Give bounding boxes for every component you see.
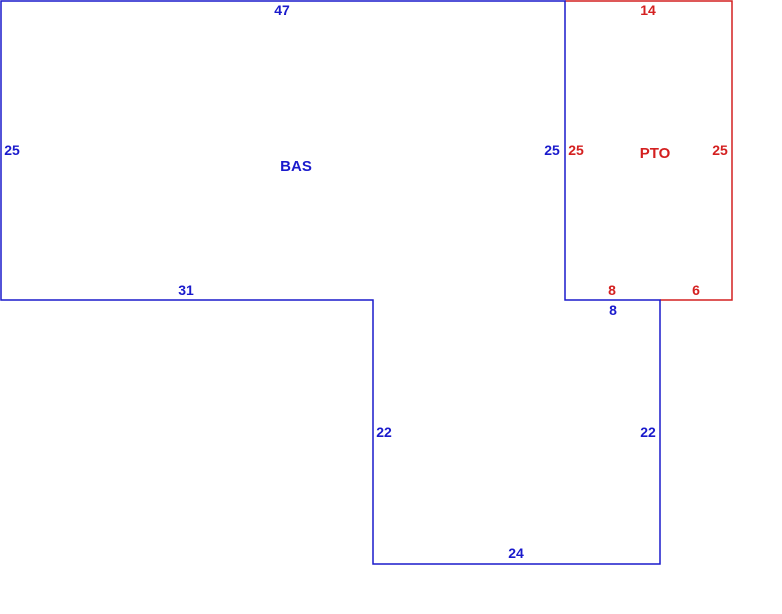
bas-outline — [0, 0, 661, 565]
pto-top-dimension: 14 — [640, 2, 656, 18]
bas-step-dimension: 31 — [178, 282, 194, 298]
pto-left-dimension: 25 — [568, 142, 584, 158]
bas-left-dimension: 25 — [4, 142, 20, 158]
bas-top-dimension: 47 — [274, 2, 290, 18]
bas-bottom-dimension: 24 — [508, 545, 524, 561]
bas-inner-left-dimension: 22 — [376, 424, 392, 440]
bas-right-upper-dimension: 25 — [544, 142, 560, 158]
pto-area-label: PTO — [640, 145, 671, 162]
pto-outline — [565, 0, 733, 301]
pto-bottom-left-dimension: 8 — [608, 282, 616, 298]
pto-right-dimension: 25 — [712, 142, 728, 158]
bas-inner-right-dimension: 22 — [640, 424, 656, 440]
bas-area-label: BAS — [280, 158, 312, 175]
pto-bottom-right-dimension: 6 — [692, 282, 700, 298]
bas-notch-dimension: 8 — [609, 302, 617, 318]
